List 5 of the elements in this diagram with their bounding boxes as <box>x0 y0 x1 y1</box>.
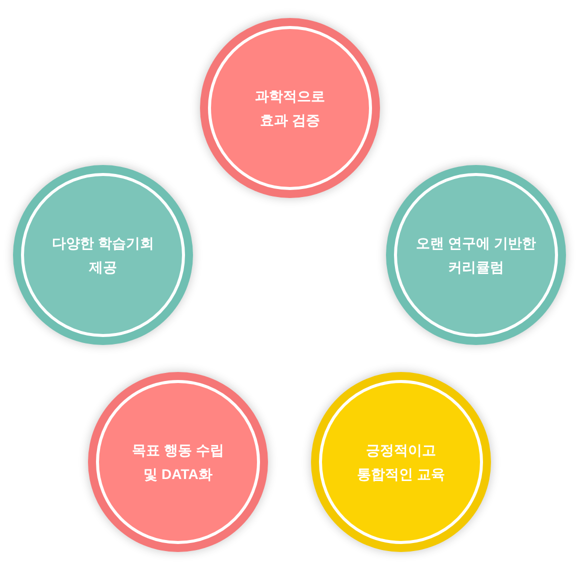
circle-label: 과학적으로 효과 검증 <box>254 87 326 130</box>
circle-label: 오랜 연구에 기반한 커리큘럼 <box>415 234 537 277</box>
circle-label: 다양한 학습기회 제공 <box>51 234 155 277</box>
circle-label: 긍정적이고 통합적인 교육 <box>356 441 446 484</box>
circle-label: 목표 행동 수립 및 DATA화 <box>131 441 225 484</box>
